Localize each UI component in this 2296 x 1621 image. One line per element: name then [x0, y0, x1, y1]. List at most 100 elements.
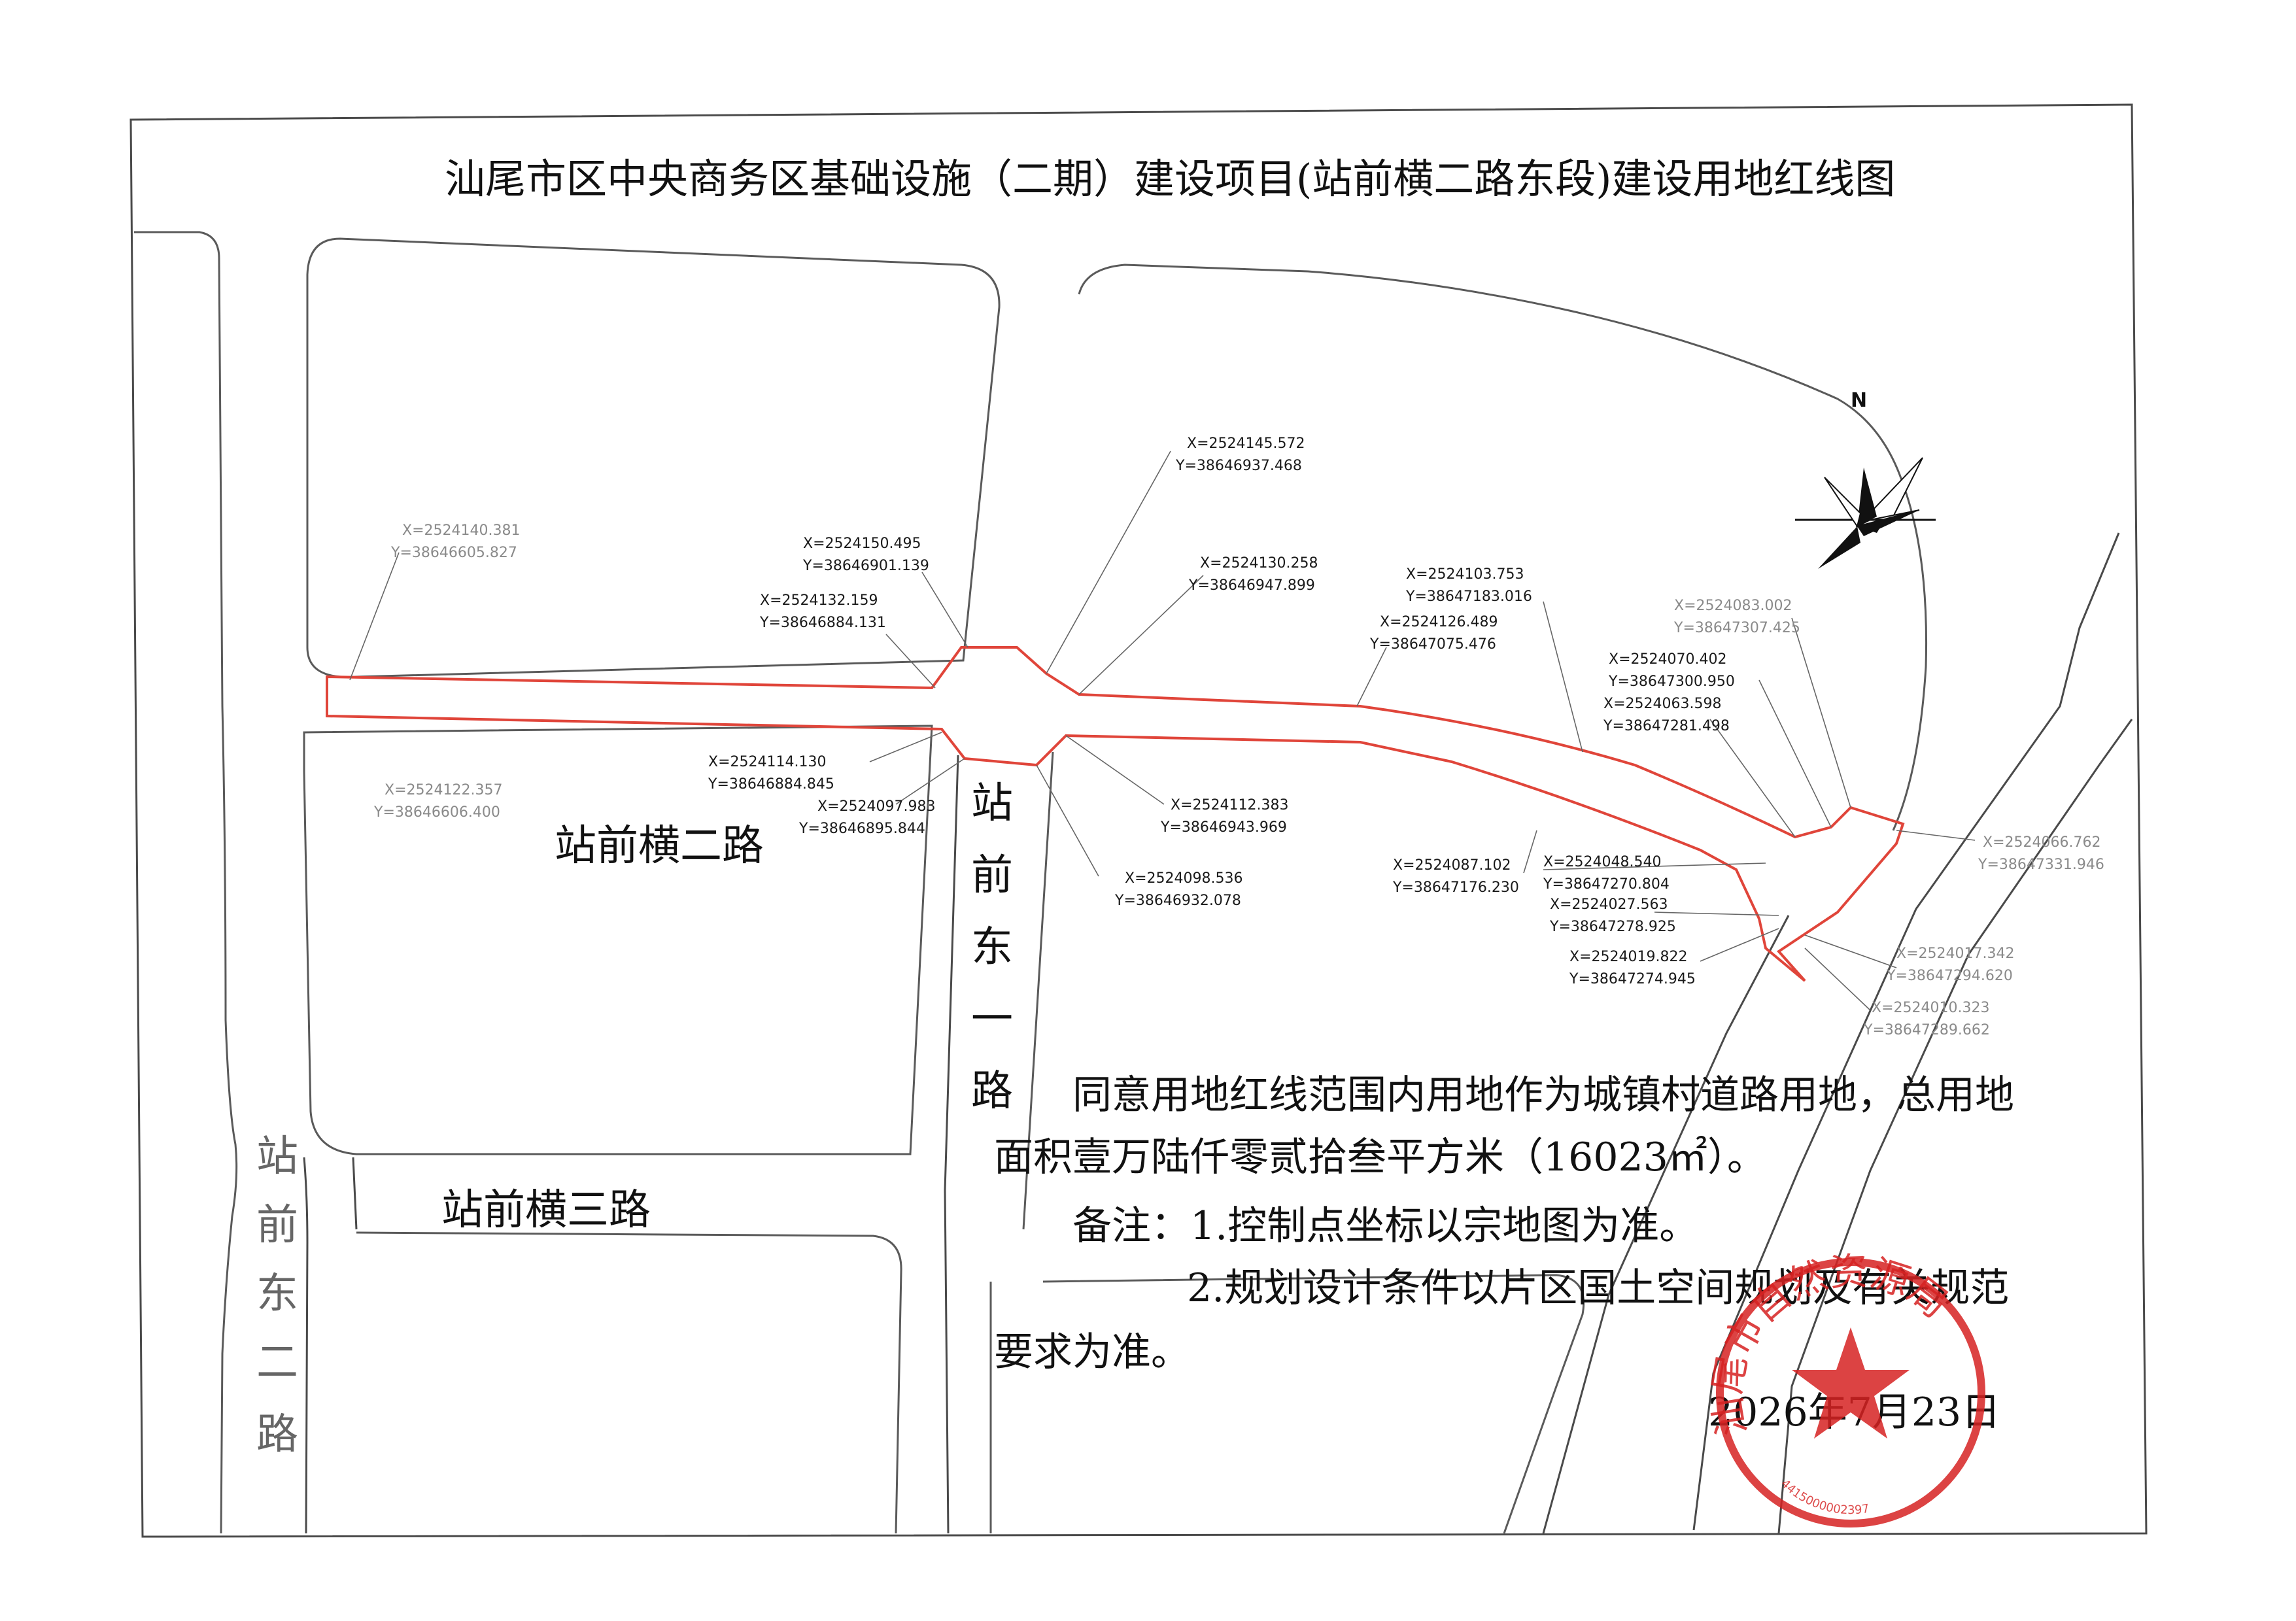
svg-text:X=2524150.495: X=2524150.495 — [803, 536, 921, 552]
svg-text:X=2524010.323: X=2524010.323 — [1872, 1000, 1989, 1016]
svg-text:Y=38647331.946: Y=38647331.946 — [1978, 857, 2104, 873]
north-arrow-icon: N — [1795, 389, 1936, 569]
road-left-inner — [352, 1157, 358, 1230]
svg-text:X=2524097.983: X=2524097.983 — [817, 798, 935, 815]
svg-text:Y=38646895.844: Y=38646895.844 — [798, 821, 925, 837]
note-line-5: 要求为准。 — [994, 1329, 1190, 1375]
map-title: 汕尾市区中央商务区基础设施（二期）建设项目(站前横二路东段)建设用地红线图 — [445, 155, 1895, 203]
block-upper-right — [1078, 264, 1928, 831]
svg-text:Y=38646937.468: Y=38646937.468 — [1175, 458, 1302, 474]
svg-text:东: 东 — [256, 1270, 298, 1318]
svg-text:Y=38646932.078: Y=38646932.078 — [1114, 893, 1241, 909]
svg-text:X=2524066.762: X=2524066.762 — [1983, 834, 2100, 851]
block-upper-left — [306, 237, 1001, 678]
svg-text:X=2524114.130: X=2524114.130 — [708, 754, 826, 770]
block-bottom-left — [356, 1231, 902, 1534]
svg-text:前: 前 — [971, 851, 1013, 900]
map-frame — [129, 103, 2148, 1538]
svg-text:X=2524145.572: X=2524145.572 — [1187, 435, 1305, 452]
road-label-dong1: 站 前 东 一 路 — [971, 779, 1013, 1116]
svg-text:Y=38647307.425: Y=38647307.425 — [1673, 620, 1800, 636]
svg-text:路: 路 — [971, 1067, 1013, 1116]
svg-text:Y=38647278.925: Y=38647278.925 — [1549, 919, 1676, 935]
svg-text:X=2524083.002: X=2524083.002 — [1674, 598, 1792, 614]
svg-text:X=2524132.159: X=2524132.159 — [760, 592, 878, 609]
coordinate-leaders — [349, 451, 1976, 1011]
svg-text:X=2524070.402: X=2524070.402 — [1609, 651, 1726, 668]
svg-text:N: N — [1851, 389, 1867, 412]
svg-text:一: 一 — [971, 995, 1013, 1044]
road-label-heng2: 站前横二路 — [555, 822, 764, 870]
svg-text:X=2524122.357: X=2524122.357 — [385, 782, 502, 798]
road-dong1-west-edge — [944, 755, 959, 1534]
road-diagonal-east-2 — [1777, 719, 2133, 1534]
block-far-left — [134, 231, 238, 1534]
svg-text:X=2524027.563: X=2524027.563 — [1550, 896, 1668, 913]
svg-text:Y=38647183.016: Y=38647183.016 — [1405, 589, 1532, 605]
svg-text:Y=38647176.230: Y=38647176.230 — [1392, 879, 1519, 896]
block-lower-mid — [1022, 751, 1054, 1230]
road-label-heng3: 站前横三路 — [441, 1186, 651, 1235]
svg-text:站: 站 — [256, 1133, 298, 1181]
svg-text:X=2524063.598: X=2524063.598 — [1603, 696, 1721, 712]
svg-text:X=2524103.753: X=2524103.753 — [1406, 566, 1524, 583]
road-label-dong2: 站 前 东 二 路 — [256, 1133, 298, 1459]
svg-text:Y=38646605.827: Y=38646605.827 — [390, 545, 517, 561]
svg-text:前: 前 — [256, 1201, 298, 1250]
svg-text:Y=38647075.476: Y=38647075.476 — [1369, 636, 1496, 653]
note-line-2: 面积壹万陆仟零贰拾叁平方米（16023㎡）。 — [994, 1135, 1766, 1180]
road-left-inner2 — [303, 1157, 309, 1534]
svg-text:路: 路 — [256, 1410, 298, 1459]
svg-text:X=2524019.822: X=2524019.822 — [1569, 949, 1687, 965]
svg-text:X=2524130.258: X=2524130.258 — [1200, 555, 1318, 572]
svg-text:Y=38646901.139: Y=38646901.139 — [802, 558, 929, 574]
svg-text:Y=38647270.804: Y=38647270.804 — [1543, 876, 1670, 893]
svg-text:Y=38646943.969: Y=38646943.969 — [1160, 819, 1287, 836]
svg-text:二: 二 — [256, 1339, 298, 1387]
svg-text:X=2524098.536: X=2524098.536 — [1125, 870, 1242, 887]
svg-text:Y=38647281.498: Y=38647281.498 — [1603, 718, 1730, 734]
road-diagonal-mid — [1542, 915, 1790, 1534]
svg-text:X=2524017.342: X=2524017.342 — [1896, 946, 2014, 962]
svg-text:站: 站 — [971, 779, 1013, 828]
note-line-3: 备注：1.控制点坐标以宗地图为准。 — [1072, 1203, 1698, 1249]
svg-text:X=2524048.540: X=2524048.540 — [1543, 854, 1661, 870]
svg-text:X=2524140.381: X=2524140.381 — [402, 522, 520, 539]
svg-text:Y=38646884.845: Y=38646884.845 — [708, 776, 834, 793]
svg-text:Y=38646884.131: Y=38646884.131 — [759, 615, 886, 631]
svg-text:X=2524087.102: X=2524087.102 — [1393, 857, 1511, 874]
svg-text:Y=38646947.899: Y=38646947.899 — [1188, 577, 1315, 594]
svg-text:Y=38647300.950: Y=38647300.950 — [1608, 674, 1735, 690]
svg-text:X=2524126.489: X=2524126.489 — [1380, 614, 1498, 630]
block-bottom-mid — [1042, 1274, 1585, 1534]
svg-text:X=2524112.383: X=2524112.383 — [1171, 797, 1288, 813]
svg-text:Y=38646606.400: Y=38646606.400 — [373, 804, 500, 821]
block-lower-left — [303, 725, 933, 1155]
svg-text:东: 东 — [971, 923, 1013, 972]
red-line-boundary — [326, 646, 1905, 982]
svg-text:Y=38647294.620: Y=38647294.620 — [1886, 968, 2013, 984]
note-line-1: 同意用地红线范围内用地作为城镇村道路用地，总用地 — [1072, 1072, 2014, 1118]
